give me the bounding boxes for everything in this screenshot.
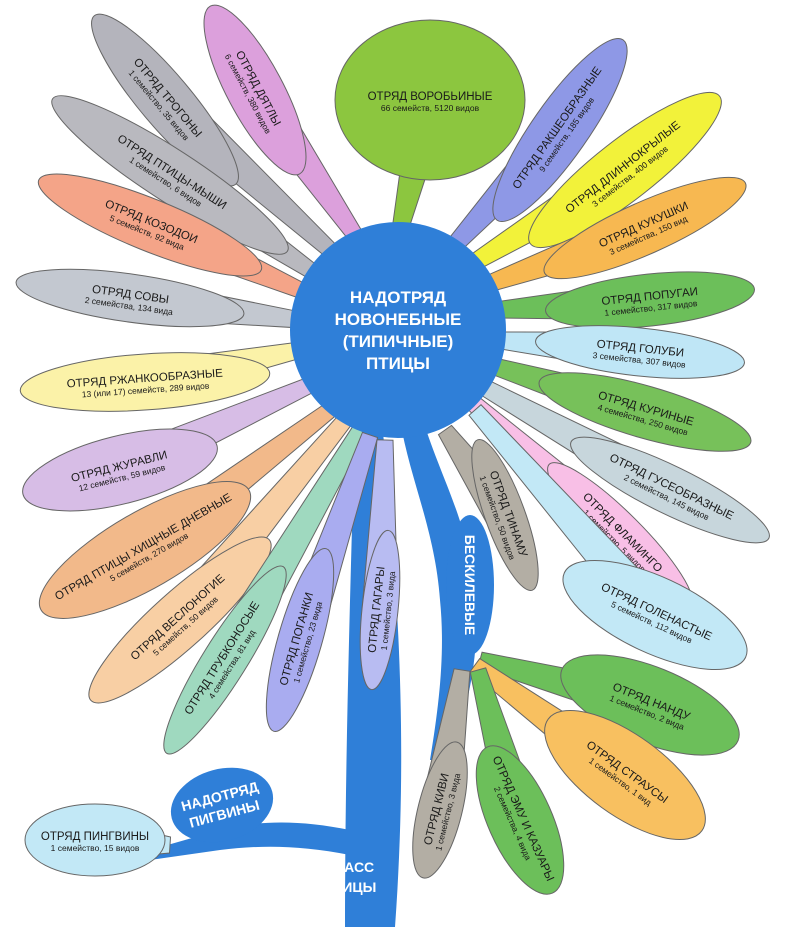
class-node: КЛАСС ПТИЦЫ xyxy=(324,859,377,895)
petal-body-fill xyxy=(90,538,270,702)
class-line-2: ПТИЦЫ xyxy=(324,879,377,895)
penguins-superorder-node: НАДОТРЯД ПИГВИНЫ xyxy=(170,767,274,843)
petal-body-fill xyxy=(17,270,243,326)
petal-body-fill xyxy=(26,805,164,875)
petal-body-fill xyxy=(548,463,692,607)
petal-body-fill xyxy=(540,373,750,451)
petal-body-fill xyxy=(546,711,704,839)
hub-circle xyxy=(290,222,506,438)
petal-body-fill xyxy=(267,549,333,731)
petal-body-fill xyxy=(21,354,269,410)
petal-body-fill xyxy=(562,656,738,754)
ratites-blob xyxy=(446,515,494,655)
petal-body-fill xyxy=(564,561,746,669)
hub-line-2: НОВОНЕБНЫЕ xyxy=(335,310,462,329)
petal-body-fill xyxy=(361,531,399,689)
hub-line-3: (ТИПИЧНЫЕ) xyxy=(343,332,454,351)
hub-line-4: ПТИЦЫ xyxy=(366,354,430,373)
petal-body-fill xyxy=(494,39,626,221)
hub: НАДОТРЯД НОВОНЕБНЫЕ (ТИПИЧНЫЕ) ПТИЦЫ xyxy=(290,222,506,438)
petal-body-fill xyxy=(24,430,216,510)
class-line-1: КЛАСС xyxy=(326,859,374,875)
petal-body-fill xyxy=(92,15,238,185)
ratites-label: БЕСКИЛЕВЫЕ xyxy=(462,535,478,635)
petal-body-fill xyxy=(571,438,769,542)
ratites-node: БЕСКИЛЕВЫЕ xyxy=(446,515,494,655)
petal-body-fill xyxy=(164,567,286,753)
petal-body-fill xyxy=(547,273,753,327)
petal-body-fill xyxy=(39,175,261,275)
penguin-branch xyxy=(150,822,350,860)
petal-body-fill xyxy=(336,21,524,179)
order-name: ОТРЯД ВОРОБЬИНЫЕ xyxy=(368,91,493,103)
petal-body-fill xyxy=(40,482,250,618)
petal-body-fill xyxy=(545,178,745,278)
order-stats: 66 семейств, 5120 видов xyxy=(381,103,480,113)
petal-body-fill xyxy=(537,327,743,377)
petal-body-fill xyxy=(205,6,305,174)
order-name: ОТРЯД ПИНГВИНЫ xyxy=(41,831,149,843)
petal-body-fill xyxy=(53,96,287,254)
order-stats: 1 семейство, 15 видов xyxy=(51,843,140,853)
petal-body-fill xyxy=(473,440,537,590)
petal-body-fill xyxy=(414,743,466,877)
petal-body-fill xyxy=(529,93,721,247)
hub-line-1: НАДОТРЯД xyxy=(350,288,446,307)
petal-body-fill xyxy=(477,747,563,893)
penguins-superorder-blob xyxy=(170,767,274,843)
